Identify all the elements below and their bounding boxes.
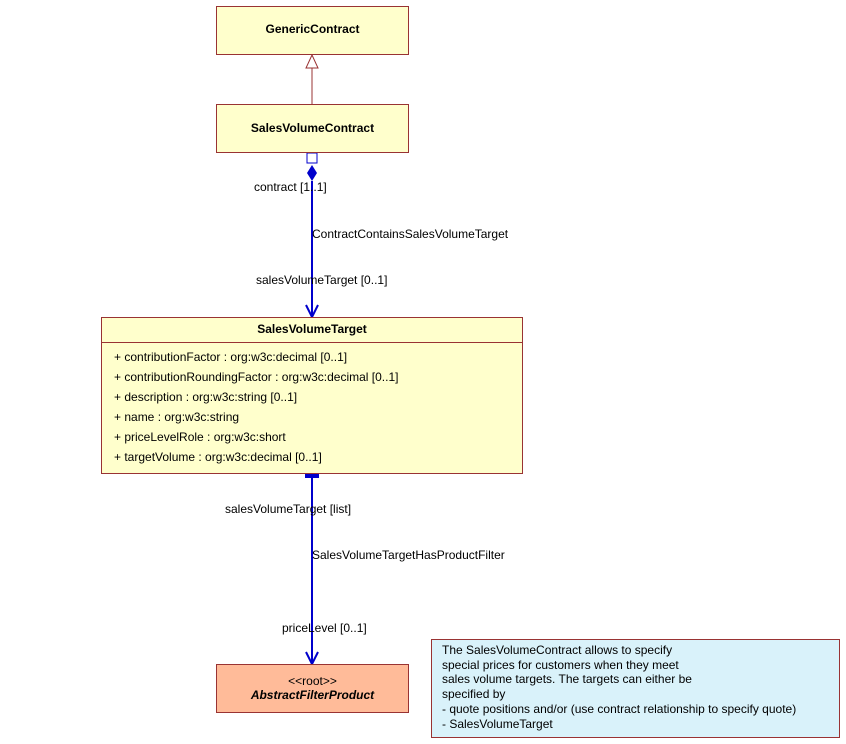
- class-stereotype: <<root>>: [288, 674, 337, 688]
- generalization-arrowhead: [305, 53, 319, 69]
- role-label-price-level: priceLevel [0..1]: [282, 621, 367, 635]
- role-label-sales-volume-target-list: salesVolumeTarget [list]: [225, 502, 352, 516]
- class-name: SalesVolumeTarget: [257, 322, 367, 336]
- association-end-bar: [305, 473, 319, 478]
- note-line: sales volume targets. The targets can ei…: [442, 672, 692, 687]
- association-name: ContractContainsSalesVolumeTarget: [312, 227, 509, 241]
- association-name: SalesVolumeTargetHasProductFilter: [312, 548, 505, 562]
- attribute: + priceLevelRole : org:w3c:short: [114, 430, 286, 444]
- attribute: + name : org:w3c:string: [114, 410, 240, 424]
- note-line: - quote positions and/or (use contract r…: [442, 701, 797, 716]
- class-sales-volume-contract[interactable]: SalesVolumeContract: [216, 104, 409, 153]
- attribute: + targetVolume : org:w3c:decimal [0..1]: [114, 450, 322, 464]
- class-sales-volume-target[interactable]: SalesVolumeTarget + contributionFactor :…: [101, 317, 523, 474]
- class-generic-contract[interactable]: GenericContract: [216, 6, 409, 55]
- attribute: + description : org:w3c:string [0..1]: [114, 390, 298, 404]
- attribute: + contributionRoundingFactor : org:w3c:d…: [114, 370, 399, 384]
- note-line: - SalesVolumeTarget: [442, 716, 553, 731]
- note-line: specified by: [442, 687, 506, 702]
- note-line: special prices for customers when they m…: [442, 657, 679, 672]
- class-name: AbstractFilterProduct: [250, 688, 375, 702]
- composition-diamond: [307, 165, 317, 181]
- class-divider: [102, 342, 522, 343]
- class-name: SalesVolumeContract: [250, 121, 375, 135]
- attribute: + contributionFactor : org:w3c:decimal […: [114, 350, 348, 364]
- class-abstract-filter-product[interactable]: <<root>> AbstractFilterProduct: [216, 664, 409, 713]
- note[interactable]: The SalesVolumeContract allows to specif…: [431, 639, 840, 738]
- class-name: GenericContract: [265, 22, 360, 36]
- role-label-sales-volume-target: salesVolumeTarget [0..1]: [256, 273, 388, 287]
- role-label-contract: contract [1..1]: [254, 180, 327, 194]
- note-line: The SalesVolumeContract allows to specif…: [442, 643, 673, 657]
- qualifier-square: [306, 152, 318, 164]
